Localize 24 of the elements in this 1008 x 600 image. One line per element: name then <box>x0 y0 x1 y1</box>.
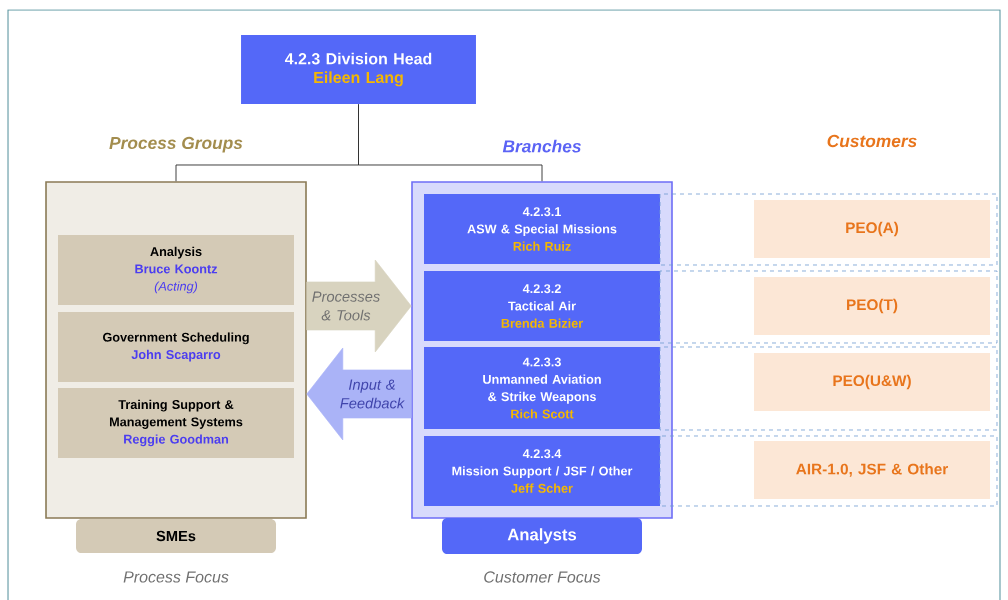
customer-box: PEO(A) <box>754 200 990 258</box>
branch-box: 4.2.3.3 Unmanned Aviation & Strike Weapons Rich Scott <box>424 347 660 429</box>
node-label: Branches <box>502 139 581 153</box>
edge-label: Input & Feedback <box>340 379 405 409</box>
branch-box: 4.2.3.2 Tactical Air Brenda Bizier <box>424 271 660 341</box>
block-arrow <box>306 347 412 441</box>
column-heading: Customers <box>827 134 917 148</box>
node-label: Process Groups <box>109 136 243 153</box>
block-arrow <box>306 259 412 353</box>
analysts-tab: Analysts <box>442 518 642 554</box>
division-head-box: 4.2.3 Division Head Eileen Lang <box>241 34 476 105</box>
process-box: Analysis Bruce Koontz (Acting) <box>58 235 294 305</box>
process-box: Training Support & Management Systems Reggie Goodman <box>58 388 294 458</box>
focus-caption: Customer Focus <box>484 571 601 583</box>
connector-line <box>358 103 543 182</box>
branch-box: 4.2.3.1 ASW & Special Missions Rich Ruiz <box>424 194 660 264</box>
process-box: Government Scheduling John Scaparro <box>58 312 294 382</box>
customer-box: PEO(U&W) <box>754 353 990 411</box>
edge-label: Processes & Tools <box>312 291 380 321</box>
branch-box: 4.2.3.4 Mission Support / JSF / Other Jeff Scher <box>424 436 660 506</box>
smes-tab: SMEs <box>76 519 276 553</box>
customer-box: PEO(T) <box>754 277 990 335</box>
customer-box: AIR-1.0, JSF & Other <box>754 441 990 499</box>
focus-caption: Process Focus <box>123 571 229 583</box>
